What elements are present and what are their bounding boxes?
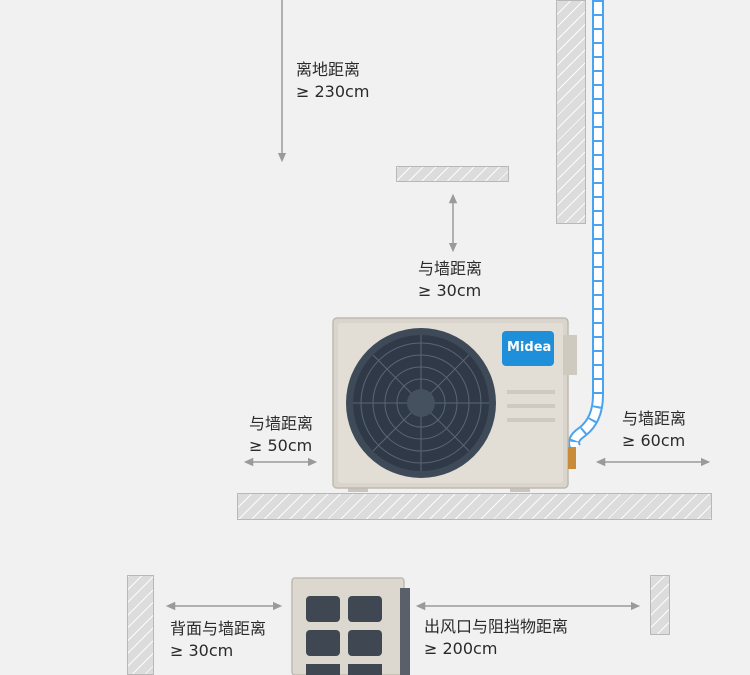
ground-slab bbox=[237, 493, 712, 520]
left-wall-distance-value: ≥ 50cm bbox=[249, 436, 313, 455]
refrigerant-pipe bbox=[568, 0, 604, 452]
top-ledge bbox=[396, 166, 509, 182]
ground-distance-value: ≥ 230cm bbox=[296, 82, 370, 101]
right-wall-distance-value: ≥ 60cm bbox=[622, 431, 686, 450]
right-upper-wall bbox=[556, 0, 586, 224]
back-wall-distance-label: 背面与墙距离 ≥ 30cm bbox=[170, 618, 266, 662]
brand-logo: Midea bbox=[507, 338, 552, 358]
ground-distance-title: 离地距离 bbox=[296, 60, 361, 79]
outdoor-unit-front bbox=[332, 317, 577, 492]
left-wall-distance-title: 与墙距离 bbox=[249, 414, 314, 433]
back-wall bbox=[127, 575, 154, 675]
right-wall-distance-label: 与墙距离 ≥ 60cm bbox=[622, 408, 686, 452]
outlet-distance-value: ≥ 200cm bbox=[424, 639, 498, 658]
top-wall-distance-title: 与墙距离 bbox=[418, 259, 483, 278]
outlet-distance-title: 出风口与阻挡物距离 bbox=[424, 617, 569, 636]
back-wall-distance-value: ≥ 30cm bbox=[170, 641, 234, 660]
top-wall-distance-value: ≥ 30cm bbox=[418, 281, 482, 300]
right-wall-distance-title: 与墙距离 bbox=[622, 409, 687, 428]
brand-name: Midea bbox=[507, 340, 552, 355]
obstacle-wall bbox=[650, 575, 670, 635]
outdoor-unit-side bbox=[291, 577, 410, 675]
outlet-distance-label: 出风口与阻挡物距离 ≥ 200cm bbox=[424, 616, 568, 660]
top-wall-distance-label: 与墙距离 ≥ 30cm bbox=[418, 258, 482, 302]
ground-distance-label: 离地距离 ≥ 230cm bbox=[296, 59, 369, 103]
back-wall-distance-title: 背面与墙距离 bbox=[170, 619, 267, 638]
left-wall-distance-label: 与墙距离 ≥ 50cm bbox=[249, 413, 313, 457]
